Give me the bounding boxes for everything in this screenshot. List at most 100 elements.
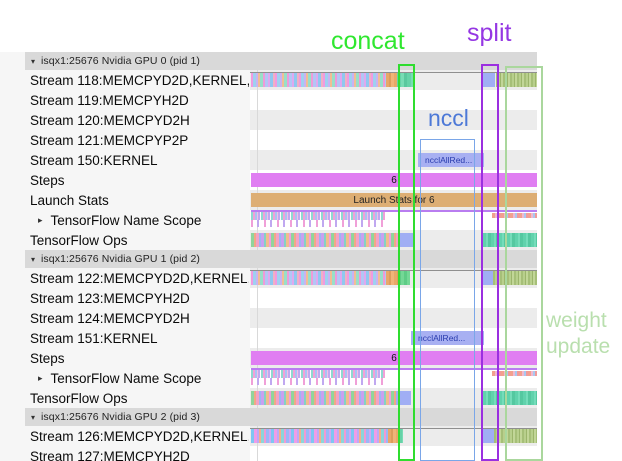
segment-stripes-orange[interactable]: [386, 73, 397, 87]
segment-stripes-orange[interactable]: [386, 271, 398, 285]
collapse-arrow-icon[interactable]: ▾: [31, 56, 36, 66]
row-label-text: Stream 127:MEMCPYH2D: [30, 448, 190, 461]
annotation-line: weight: [546, 309, 607, 332]
segment-teal[interactable]: [398, 429, 403, 443]
segment-periwinkle[interactable]: [483, 429, 494, 443]
segment-teal-green[interactable]: [398, 271, 410, 285]
row-label-text: Stream 120:MEMCPYD2H: [30, 112, 190, 128]
row-label: Stream 122:MEMCPYD2D,KERNEL,MI: [30, 268, 249, 288]
row-label-text: Steps: [30, 350, 65, 366]
row-label: Stream 151:KERNEL: [30, 328, 158, 348]
segment-tfns-line[interactable]: [251, 368, 537, 370]
segment-steps[interactable]: 6: [251, 351, 537, 365]
annotation-nccl: nccl: [428, 105, 469, 131]
row-stripe: [250, 446, 537, 461]
section-header-underline: [250, 428, 537, 429]
overlay-box-split-box: [481, 64, 499, 461]
segment-ragged[interactable]: [251, 370, 385, 385]
row-label-text: TensorFlow Name Scope: [50, 370, 202, 386]
row-label: Stream 121:MEMCPYP2P: [30, 130, 188, 150]
row-label: Launch Stats: [30, 190, 109, 210]
segment-teal[interactable]: [397, 73, 414, 87]
segment-stripes-b[interactable]: [251, 391, 396, 405]
segment-label: 6: [391, 352, 397, 364]
row-label: TensorFlow Ops: [30, 388, 128, 408]
segment-nccl-bar[interactable]: ncclAllRed...: [411, 331, 484, 345]
row-label-text: Stream 124:MEMCPYD2H: [30, 310, 190, 326]
row-label-text: Stream 119:MEMCPYH2D: [30, 92, 189, 108]
row-stripe: [250, 308, 537, 328]
row-label: Stream 124:MEMCPYD2H: [30, 308, 190, 328]
segment-label: ncclAllRed...: [425, 155, 473, 165]
segment-avocado[interactable]: [493, 271, 537, 285]
collapse-arrow-icon[interactable]: ▾: [31, 412, 36, 422]
segment-periwinkle[interactable]: [398, 233, 413, 247]
row-label-text: TensorFlow Name Scope: [50, 212, 202, 228]
row-label[interactable]: ▸ TensorFlow Name Scope: [30, 368, 201, 388]
annotation-concat: concat: [331, 27, 405, 55]
segment-launch[interactable]: Launch Stats for 6: [251, 193, 537, 207]
segment-stripes-b[interactable]: [251, 233, 398, 247]
row-stripe: [250, 288, 537, 308]
row-label: Stream 119:MEMCPYH2D: [30, 90, 189, 110]
section-header[interactable]: ▾ isqx1:25676 Nvidia GPU 2 (pid 3): [25, 408, 537, 426]
row-label-text: Stream 122:MEMCPYD2D,KERNEL,MI: [30, 270, 249, 286]
row-label: Stream 126:MEMCPYD2D,KERNEL,MI: [30, 426, 249, 446]
row-label-text: Stream 151:KERNEL: [30, 330, 158, 346]
section-header-title: isqx1:25676 Nvidia GPU 2 (pid 3): [41, 411, 201, 423]
segment-stripes-a[interactable]: [251, 73, 386, 87]
segment-label: ncclAllRed...: [418, 333, 466, 343]
section-header[interactable]: ▾ isqx1:25676 Nvidia GPU 1 (pid 2): [25, 250, 537, 268]
expand-arrow-icon[interactable]: ▸: [38, 372, 43, 383]
row-label: Stream 118:MEMCPYD2D,KERNEL,ME: [30, 70, 249, 90]
section-header-title: isqx1:25676 Nvidia GPU 1 (pid 2): [41, 253, 201, 265]
row-label-text: TensorFlow Ops: [30, 232, 128, 248]
segment-stripes-a[interactable]: [251, 271, 386, 285]
row-label: Stream 127:MEMCPYH2D: [30, 446, 190, 461]
segment-stripes-orange[interactable]: [388, 429, 398, 443]
segment-mini[interactable]: [492, 371, 537, 376]
row-label: Stream 123:MEMCPYH2D: [30, 288, 190, 308]
section-header[interactable]: ▾ isqx1:25676 Nvidia GPU 0 (pid 1): [25, 52, 537, 70]
annotation-line: update: [546, 335, 611, 359]
segment-periwinkle[interactable]: [483, 271, 493, 285]
row-label-text: Stream 121:MEMCPYP2P: [30, 132, 189, 148]
segment-steps[interactable]: 6: [251, 173, 537, 187]
row-label-text: TensorFlow Ops: [30, 390, 128, 406]
segment-ragged[interactable]: [251, 212, 385, 227]
overlay-box-weight-update-box: [505, 66, 543, 461]
segment-label: 6: [391, 174, 397, 186]
annotation-weight-update: weight update: [546, 308, 610, 361]
expand-arrow-icon[interactable]: ▸: [38, 214, 43, 225]
section-header-underline: [250, 270, 537, 271]
section-header-underline: [250, 72, 537, 73]
row-label: Steps: [30, 348, 65, 368]
segment-teal-wide[interactable]: [483, 233, 537, 247]
annotation-split: split: [467, 19, 512, 47]
row-stripe: [250, 110, 537, 130]
row-label[interactable]: ▸ TensorFlow Name Scope: [30, 210, 201, 230]
row-label-text: Steps: [30, 172, 65, 188]
overlay-box-concat-box: [398, 64, 415, 461]
segment-periwinkle[interactable]: [483, 73, 495, 87]
segment-tfns-line[interactable]: [251, 210, 537, 212]
segment-label: Launch Stats for 6: [353, 194, 435, 206]
section-header-title: isqx1:25676 Nvidia GPU 0 (pid 1): [41, 55, 201, 67]
row-stripe: [250, 90, 537, 110]
row-label-text: Launch Stats: [30, 192, 109, 208]
segment-avocado[interactable]: [494, 429, 537, 443]
row-label: Steps: [30, 170, 65, 190]
row-label-text: Stream 126:MEMCPYD2D,KERNEL,MI: [30, 428, 249, 444]
row-label: Stream 150:KERNEL: [30, 150, 158, 170]
row-stripe: [250, 130, 537, 150]
overlay-box-nccl-box: [420, 139, 475, 461]
row-label: Stream 120:MEMCPYD2H: [30, 110, 190, 130]
segment-stripes-c[interactable]: [251, 429, 388, 443]
segment-mini[interactable]: [492, 213, 537, 218]
row-label-text: Stream 150:KERNEL: [30, 152, 158, 168]
segment-teal-wide[interactable]: [483, 391, 537, 405]
segment-nccl-bar[interactable]: ncclAllRed...: [418, 153, 484, 167]
collapse-arrow-icon[interactable]: ▾: [31, 254, 36, 264]
